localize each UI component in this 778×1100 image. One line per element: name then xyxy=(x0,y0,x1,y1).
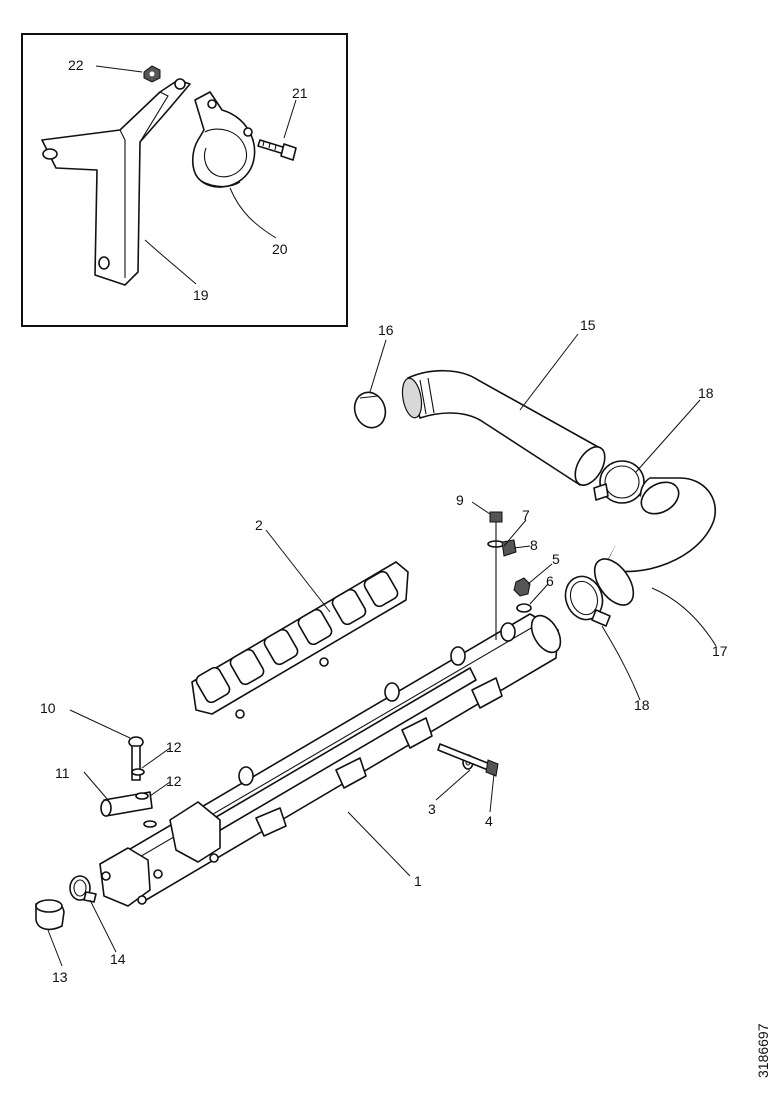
callout-labels: 1 2 3 4 5 6 7 8 9 10 11 12 12 13 14 15 1… xyxy=(40,57,728,985)
callout-16: 16 xyxy=(378,322,394,338)
gasket-part-2 xyxy=(191,561,409,719)
callout-18-b: 18 xyxy=(634,697,650,713)
clamp-part-18-lower xyxy=(564,575,611,627)
callout-17: 17 xyxy=(712,643,728,659)
callout-22: 22 xyxy=(68,57,84,73)
nut-part-5 xyxy=(513,577,531,597)
clamp-part-20 xyxy=(191,91,256,188)
callout-8: 8 xyxy=(530,537,538,553)
bracket-part-19 xyxy=(41,78,191,286)
callout-10: 10 xyxy=(40,700,56,716)
bolt-part-9 xyxy=(489,511,503,640)
callout-15: 15 xyxy=(580,317,596,333)
inset-frame xyxy=(21,33,348,327)
callout-12-b: 12 xyxy=(166,773,182,789)
callout-7: 7 xyxy=(522,507,530,523)
clamp-part-14 xyxy=(69,875,97,903)
callout-9: 9 xyxy=(456,492,464,508)
callout-5: 5 xyxy=(552,551,560,567)
bolt-part-4 xyxy=(437,743,499,777)
callout-6: 6 xyxy=(546,573,554,589)
callout-18-a: 18 xyxy=(698,385,714,401)
manifold-part-1 xyxy=(99,613,562,907)
callout-3: 3 xyxy=(428,801,436,817)
nut-part-22 xyxy=(143,65,161,83)
figure-id: 3186697 xyxy=(755,1023,771,1078)
pipe-part-15 xyxy=(401,369,606,486)
callout-4: 4 xyxy=(485,813,493,829)
pipe-part-17 xyxy=(593,477,717,606)
plug-part-8 xyxy=(501,539,517,557)
bolt-part-21 xyxy=(257,139,297,161)
leader-lines xyxy=(47,333,717,967)
callout-11: 11 xyxy=(55,765,70,781)
callout-20: 20 xyxy=(272,241,288,257)
cap-part-13 xyxy=(35,899,65,931)
callout-14: 14 xyxy=(110,951,126,967)
callout-19: 19 xyxy=(193,287,209,303)
callout-12-a: 12 xyxy=(166,739,182,755)
callout-1: 1 xyxy=(414,873,422,889)
inset-detail xyxy=(21,33,348,327)
callout-2: 2 xyxy=(255,517,263,533)
callout-13: 13 xyxy=(52,969,68,985)
clamp-part-18-upper xyxy=(593,460,645,504)
washer-part-6 xyxy=(516,603,532,613)
cap-part-16 xyxy=(353,391,387,429)
washer-part-12 xyxy=(131,768,157,828)
callout-21: 21 xyxy=(292,85,308,101)
